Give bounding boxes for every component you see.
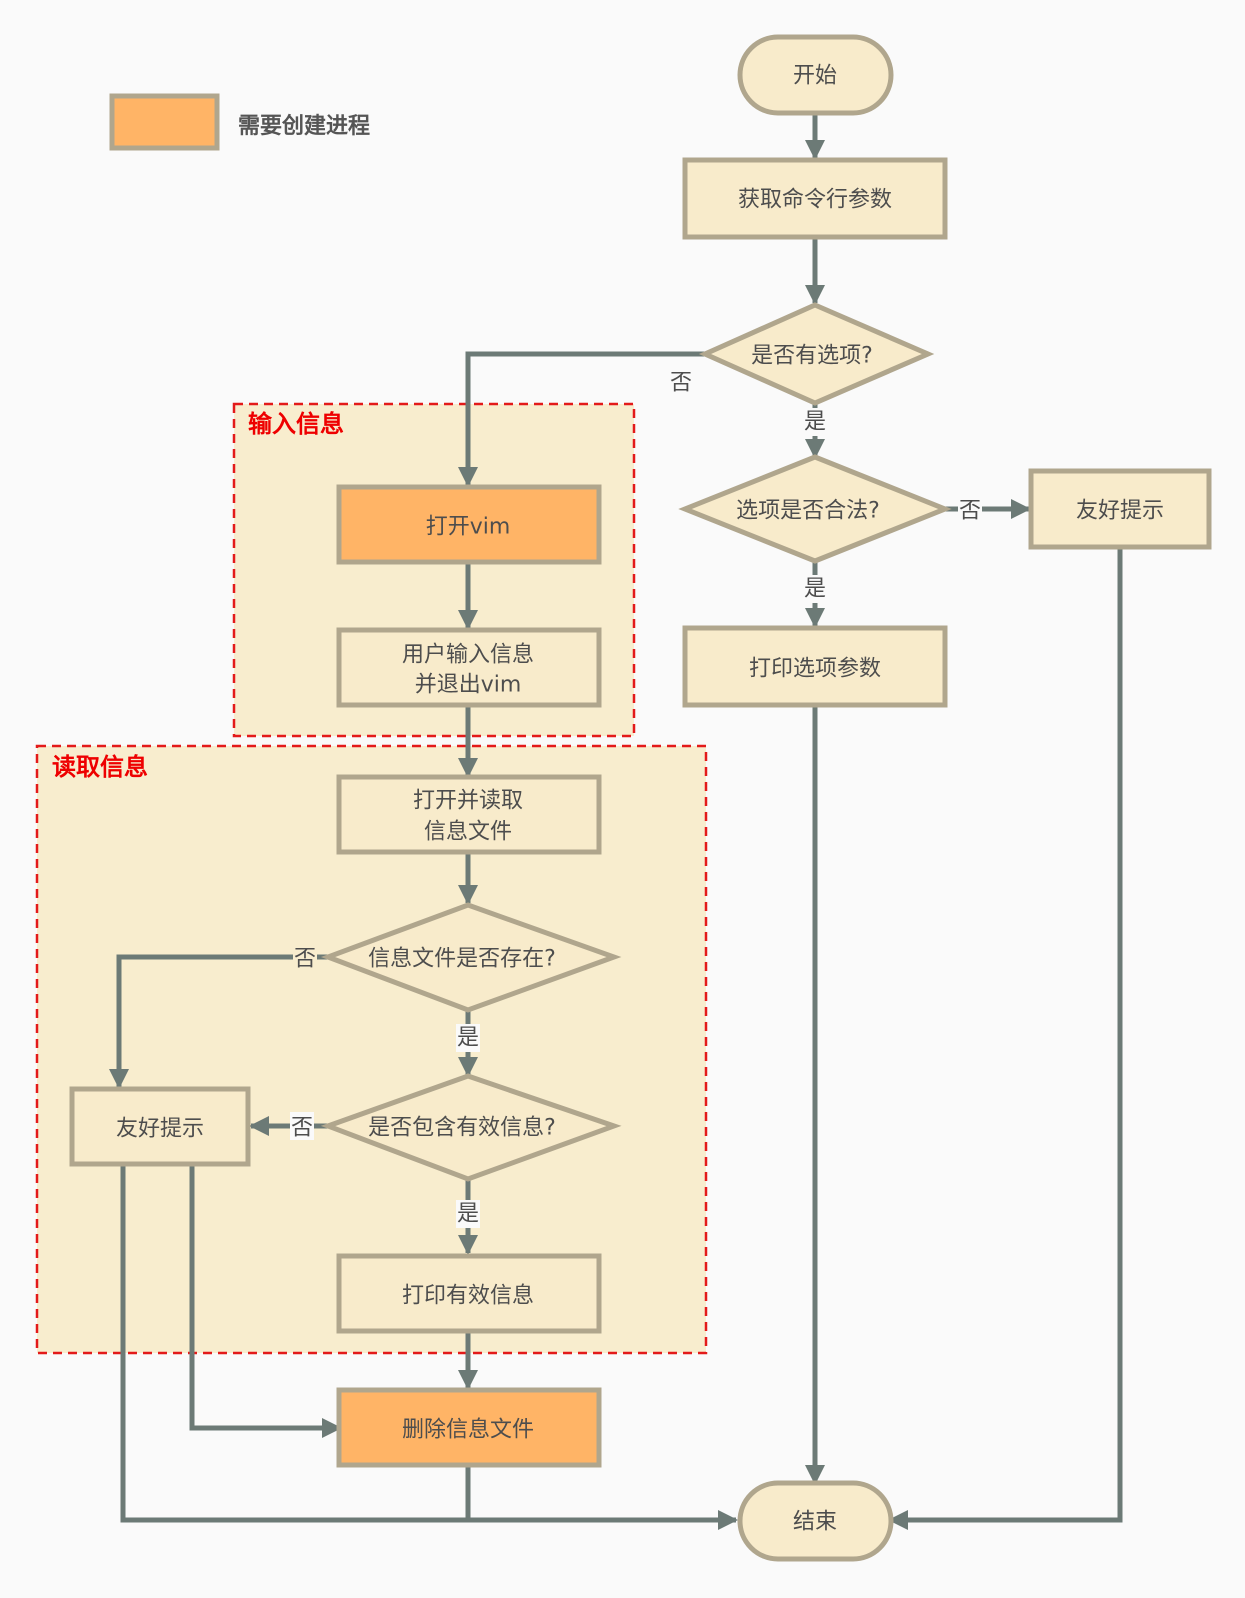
edge-has-option-no [458,351,705,487]
group-read-info-title: 读取信息 [52,753,148,781]
node-file-exists[interactable]: 信息文件是否存在? [320,902,622,1013]
node-friendly-tip-right[interactable]: 友好提示 [1028,468,1212,550]
label-option-valid-no: 否 [959,499,981,524]
node-delete-info-file[interactable]: 删除信息文件 [336,1387,602,1468]
edge-tip-right-to-end [888,548,1123,1530]
node-friendly-tip-left-label: 友好提示 [116,1117,204,1142]
node-print-valid-info-label: 打印有效信息 [402,1284,534,1309]
node-has-option-label: 是否有选项? [751,344,873,369]
node-start[interactable]: 开始 [737,34,894,116]
node-open-read-file-label-line1: 打开并读取 [413,789,523,814]
node-friendly-tip-left[interactable]: 友好提示 [69,1086,251,1167]
node-get-args-label: 获取命令行参数 [738,188,892,213]
label-option-valid-yes: 是 [804,577,826,602]
node-print-option-args[interactable]: 打印选项参数 [682,625,948,708]
node-option-valid-label: 选项是否合法? [736,499,880,524]
node-end[interactable]: 结束 [737,1480,894,1562]
node-has-option[interactable]: 是否有选项? [698,302,935,406]
legend-label: 需要创建进程 [238,114,370,139]
node-print-valid-info[interactable]: 打印有效信息 [336,1253,602,1334]
node-user-input[interactable]: 用户输入信息 并退出vim [336,627,602,708]
label-has-option-no: 否 [670,371,692,396]
node-print-option-args-label: 打印选项参数 [749,657,881,682]
node-user-input-label-line2: 并退出vim [415,673,522,698]
node-user-input-label-line1: 用户输入信息 [402,643,534,668]
label-valid-info-yes: 是 [457,1202,479,1227]
node-open-vim[interactable]: 打开vim [336,484,602,565]
edges [109,113,1123,1530]
node-open-read-file[interactable]: 打开并读取 信息文件 [336,774,602,855]
label-valid-info-no: 否 [291,1116,313,1141]
edge-tip-left-to-end [120,1165,468,1523]
label-has-option-yes: 是 [804,410,826,435]
edge-exists-no [109,954,328,1089]
node-friendly-tip-right-label: 友好提示 [1076,499,1164,524]
label-file-exists-no: 否 [294,947,316,972]
edge-delete-to-end [465,1466,738,1530]
edge-tip-left-to-delete [189,1165,342,1438]
node-end-label: 结束 [793,1510,837,1535]
legend: 需要创建进程 [109,93,370,151]
node-file-exists-label: 信息文件是否存在? [368,947,556,972]
legend-swatch [109,93,220,151]
label-file-exists-yes: 是 [457,1026,479,1051]
node-option-valid[interactable]: 选项是否合法? [678,454,952,564]
node-open-read-file-label-line2: 信息文件 [424,820,512,845]
node-delete-info-file-label: 删除信息文件 [402,1418,534,1443]
edge-labels: 否 是 否 是 否 是 否 是 [290,371,982,1228]
nodes: 开始 获取命令行参数 是否有选项? 选项是否合法? 友好提示 打印选项参数 打开… [69,34,1212,1562]
node-start-label: 开始 [793,64,837,89]
node-has-valid-info-label: 是否包含有效信息? [368,1116,556,1141]
node-has-valid-info[interactable]: 是否包含有效信息? [320,1073,622,1182]
group-input-info-title: 输入信息 [248,410,344,438]
node-open-vim-label: 打开vim [426,515,511,540]
node-get-args[interactable]: 获取命令行参数 [682,157,948,240]
